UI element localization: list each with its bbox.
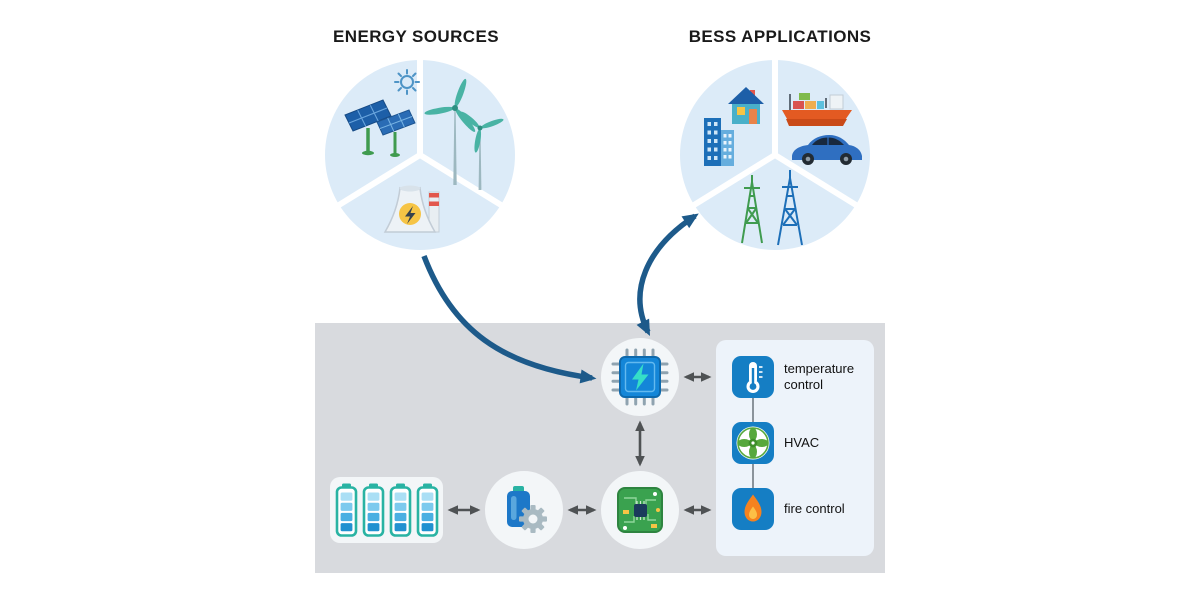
- power-plant-icon: [383, 185, 440, 233]
- battery-rack: [330, 477, 443, 543]
- temperature-control-label: temperature control: [784, 360, 855, 392]
- fire-control-label: fire control: [784, 500, 845, 516]
- buildings-icon: [704, 118, 734, 166]
- battery-icon: [389, 483, 411, 537]
- transmission-towers-icon: [741, 170, 803, 246]
- panel-item-fire: fire control: [732, 488, 845, 530]
- bms-node: [601, 471, 679, 549]
- hvac-label: HVAC: [784, 434, 820, 450]
- cargo-ship-icon: [782, 93, 852, 126]
- energy-sources-circle: [325, 60, 515, 250]
- battery-icon: [362, 483, 384, 537]
- house-icon: [728, 87, 764, 124]
- panel-item-hvac: HVAC: [732, 422, 819, 464]
- energy-sources-title: ENERGY SOURCES: [333, 27, 499, 46]
- bess-applications-title: BESS APPLICATIONS: [688, 27, 872, 46]
- battery-converter-node: [485, 471, 563, 549]
- fire-icon: [732, 488, 774, 530]
- solar-panels-icon: [344, 99, 416, 157]
- battery-converter-icon: [507, 486, 547, 533]
- control-panel: temperature control HVAC: [716, 340, 874, 556]
- battery-icon: [416, 483, 438, 537]
- circuit-board-icon: [617, 487, 663, 533]
- car-icon: [792, 135, 862, 165]
- circle-divider-lines: [692, 60, 858, 208]
- battery-icon: [335, 483, 357, 537]
- circle-divider-lines: [337, 60, 503, 208]
- power-chip-icon: [611, 348, 669, 406]
- ems-chip-node: [601, 338, 679, 416]
- bess-applications-circle: [680, 60, 870, 250]
- sun-icon: [394, 69, 420, 95]
- panel-item-temperature: temperature control: [732, 356, 870, 398]
- thermometer-icon: [732, 356, 774, 398]
- fan-icon: [732, 422, 774, 464]
- wind-turbines-icon: [424, 78, 504, 190]
